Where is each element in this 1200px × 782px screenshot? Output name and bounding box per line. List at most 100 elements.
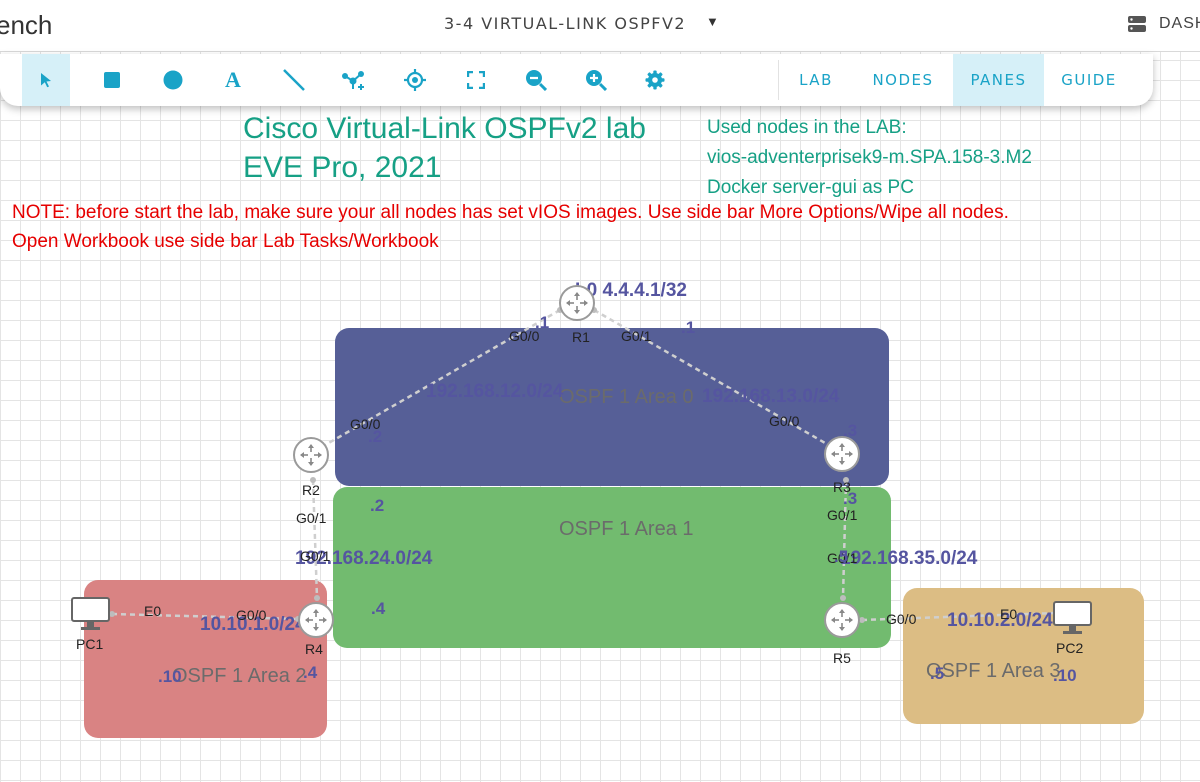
- router-r3[interactable]: [824, 436, 860, 472]
- tab-guide[interactable]: GUIDE: [1061, 71, 1117, 89]
- computer-icon: [71, 597, 110, 630]
- computer-icon: [1053, 601, 1092, 634]
- settings-tool[interactable]: [631, 54, 679, 106]
- ip-r2-g0-1: .2: [370, 496, 385, 515]
- ip-r1-g0-0: .1: [535, 313, 550, 332]
- tab-nodes[interactable]: NODES: [872, 71, 934, 89]
- caret-down-icon[interactable]: ▼: [706, 14, 719, 29]
- pc2-name: PC2: [1056, 640, 1084, 656]
- r1-name: R1: [572, 329, 590, 345]
- zoom-out-tool[interactable]: [512, 54, 560, 106]
- area-0-box[interactable]: [335, 328, 889, 486]
- area-3-box[interactable]: [903, 588, 1144, 724]
- tab-panes[interactable]: PANES: [953, 54, 1044, 106]
- circle-icon: [163, 70, 183, 90]
- pc1-name: PC1: [76, 636, 104, 652]
- workbook-note: Open Workbook use side bar Lab Tasks/Wor…: [12, 231, 439, 252]
- router-icon: [305, 609, 327, 631]
- r5-g0-0-label: G0/0: [886, 611, 917, 627]
- router-icon: [831, 443, 853, 465]
- area-1-box[interactable]: [333, 487, 891, 648]
- ip-r5-g0-1: .5: [834, 547, 849, 566]
- ip-r2-g0-0: .2: [368, 427, 383, 446]
- area-2-box[interactable]: [84, 580, 327, 738]
- server-icon[interactable]: [1127, 14, 1147, 34]
- area-3-label: OSPF 1 Area 3: [926, 660, 1061, 682]
- rectangle-icon: [104, 72, 120, 88]
- area-0-label: OSPF 1 Area 0: [559, 386, 694, 408]
- rectangle-tool[interactable]: [88, 54, 136, 106]
- r1-g0-0-label: G0/0: [509, 328, 540, 344]
- line-icon: [283, 69, 305, 91]
- subnet-r1-r2: 192.168.12.0/24: [426, 381, 564, 402]
- used-nodes-image: vios-adventerprisek9-m.SPA.158-3.M2: [707, 147, 1032, 168]
- ip-r4-g0-0: .4: [303, 663, 318, 682]
- ip-r3-g0-0: .3: [843, 421, 858, 440]
- toolbar: A: [0, 54, 1153, 106]
- circle-tool[interactable]: [149, 54, 197, 106]
- line-tool[interactable]: [270, 54, 318, 106]
- pointer-tool[interactable]: [22, 54, 70, 106]
- note-text: NOTE: before start the lab, make sure yo…: [12, 202, 1009, 223]
- router-icon: [566, 292, 588, 314]
- lab-name-dropdown[interactable]: 3-4 VIRTUAL-LINK OSPFV2: [444, 14, 687, 33]
- text-icon: A: [225, 67, 241, 92]
- tab-lab[interactable]: LAB: [799, 71, 833, 89]
- area-1-label: OSPF 1 Area 1: [559, 518, 694, 540]
- area-2-label: OSPF 1 Area 2: [172, 665, 307, 687]
- r5-g0-1-label: G0/1: [827, 550, 858, 566]
- zoom-out-icon: [526, 70, 547, 91]
- router-icon: [300, 444, 322, 466]
- ip-pc2: .10: [1053, 666, 1077, 685]
- ip-r3-g0-1: .3: [843, 489, 858, 508]
- zoom-in-tool[interactable]: [572, 54, 620, 106]
- toolbar-divider: [778, 60, 779, 100]
- subnet-pc1-r4: 10.10.1.0/24: [200, 614, 306, 635]
- r2-g0-1-label: G0/1: [296, 510, 327, 526]
- target-icon: [404, 69, 426, 91]
- router-r2[interactable]: [293, 437, 329, 473]
- lab-subtitle: EVE Pro, 2021: [243, 151, 442, 184]
- r4-g0-0-label: G0/0: [236, 607, 267, 623]
- zoom-in-icon: [586, 70, 607, 91]
- pc1-node[interactable]: [71, 597, 111, 631]
- r4-name: R4: [305, 641, 323, 657]
- center-tool[interactable]: [391, 54, 439, 106]
- link-r1-r3: [593, 308, 833, 449]
- link-r3-r5: [841, 479, 848, 599]
- router-r5[interactable]: [824, 602, 860, 638]
- ip-r1-g0-1: .1: [681, 318, 696, 337]
- add-node-icon: [342, 71, 364, 90]
- subnet-r5-pc2: 10.10.2.0/24: [947, 610, 1053, 631]
- link-r2-r4: [311, 479, 319, 599]
- text-tool[interactable]: A: [209, 54, 257, 106]
- r2-g0-0-label: G0/0: [350, 416, 381, 432]
- pc2-e0-label: E0: [1000, 606, 1018, 622]
- app-title: ench: [0, 10, 53, 40]
- link-r1-r2: [319, 308, 561, 450]
- r4-g0-1-label: G0/1: [300, 548, 331, 564]
- router-icon: [831, 609, 853, 631]
- subnet-r2-r4: 192.168.24.0/24: [295, 548, 433, 569]
- router-r4[interactable]: [298, 602, 334, 638]
- add-node-tool[interactable]: [329, 54, 377, 106]
- ip-r4-g0-1: .4: [371, 599, 386, 618]
- loopback-label: L0 4.4.4.1/32: [575, 280, 687, 301]
- r3-g0-0-label: G0/0: [769, 413, 800, 429]
- fullscreen-icon: [467, 71, 485, 89]
- subnet-r1-r3: 192.168.13.0/24: [702, 386, 840, 407]
- r5-name: R5: [833, 650, 851, 666]
- dashboard-link[interactable]: DASH: [1159, 15, 1200, 32]
- fit-screen-tool[interactable]: [452, 54, 500, 106]
- subnet-r3-r5: 192.168.35.0/24: [840, 548, 978, 569]
- r3-g0-1-label: G0/1: [827, 507, 858, 523]
- pc2-node[interactable]: [1053, 601, 1093, 635]
- router-r1[interactable]: [559, 285, 595, 321]
- r3-name: R3: [833, 479, 851, 495]
- ip-r5-g0-0: .5: [930, 664, 945, 683]
- used-nodes-heading: Used nodes in the LAB:: [707, 117, 907, 138]
- lab-title: Cisco Virtual-Link OSPFv2 lab: [243, 112, 646, 145]
- link-pc1-r4: [111, 612, 299, 621]
- pointer-icon: [41, 73, 51, 88]
